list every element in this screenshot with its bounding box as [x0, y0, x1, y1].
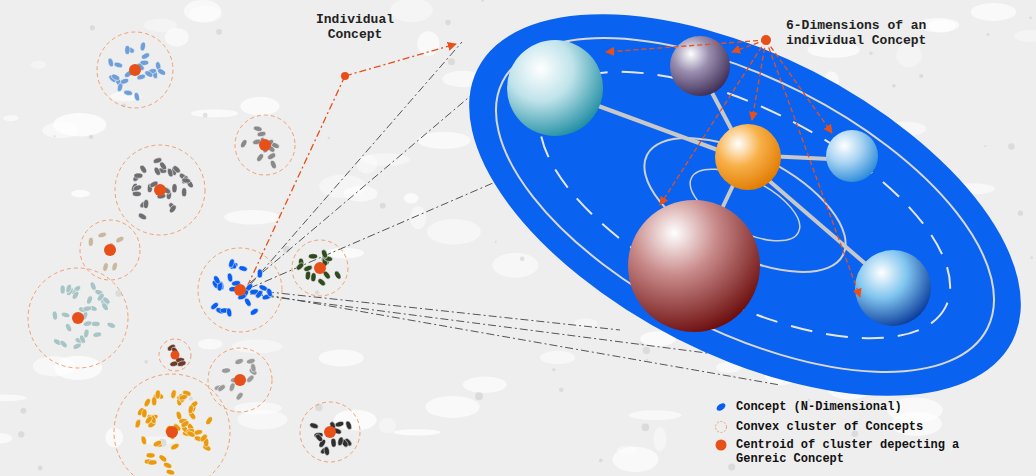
legend-text: Centroid of cluster depecting a Genreic … — [736, 438, 976, 466]
centroid-swatch — [712, 438, 730, 452]
annotation-label: Individual Concept — [300, 12, 410, 42]
cluster-swatch — [712, 420, 730, 434]
annotation-label: 6-Dimensions of an individual Concept — [786, 18, 956, 48]
legend-text: Concept (N-Dimensional) — [736, 400, 976, 414]
legend-text: Convex cluster of Concepts — [736, 420, 976, 434]
concept-swatch — [712, 400, 730, 414]
